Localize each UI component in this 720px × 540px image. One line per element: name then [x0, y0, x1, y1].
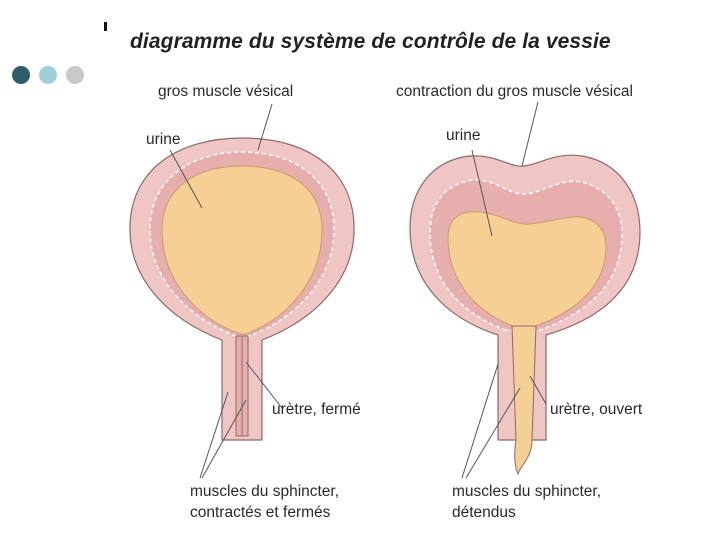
bullet-dots: [12, 66, 84, 84]
label-right-urethra: urètre, ouvert: [550, 401, 643, 418]
label-left-sphincter-line2: contractés et fermés: [190, 504, 331, 521]
label-right-urine: urine: [446, 127, 480, 144]
left-bladder: [129, 137, 355, 441]
bullet-dot-light: [39, 66, 57, 84]
title-tick-mark: [104, 22, 107, 31]
right-urethra-open: [511, 325, 537, 476]
right-bladder: [409, 154, 641, 476]
leader-left-urine: [169, 149, 203, 209]
bullet-dot-grey: [66, 66, 84, 84]
right-urine: [447, 211, 607, 327]
label-left-sphincter-line1: muscles du sphincter,: [190, 483, 339, 500]
label-right-sphincter-line2: détendus: [452, 504, 516, 521]
slide-title: diagramme du système de contrôle de la v…: [130, 30, 611, 53]
label-left-urine: urine: [146, 131, 180, 148]
bullet-dot-dark: [12, 66, 30, 84]
label-left-urethra: urètre, fermé: [272, 401, 361, 418]
leader-left-muscle: [257, 103, 273, 151]
leader-right-muscle: [521, 101, 539, 167]
label-right-muscle: contraction du gros muscle vésical: [396, 83, 633, 100]
leader-right-urethra: [529, 375, 547, 405]
leader-lines: [169, 101, 547, 479]
label-left-muscle: gros muscle vésical: [158, 83, 293, 100]
leader-left-sphincter-a: [199, 391, 229, 479]
label-right-sphincter-line1: muscles du sphincter,: [452, 483, 601, 500]
leader-left-sphincter-b: [201, 399, 247, 479]
leader-right-urine: [471, 149, 493, 237]
leader-right-sphincter-a: [461, 363, 499, 479]
leader-left-urethra: [245, 361, 283, 409]
leader-right-sphincter-b: [465, 387, 521, 479]
